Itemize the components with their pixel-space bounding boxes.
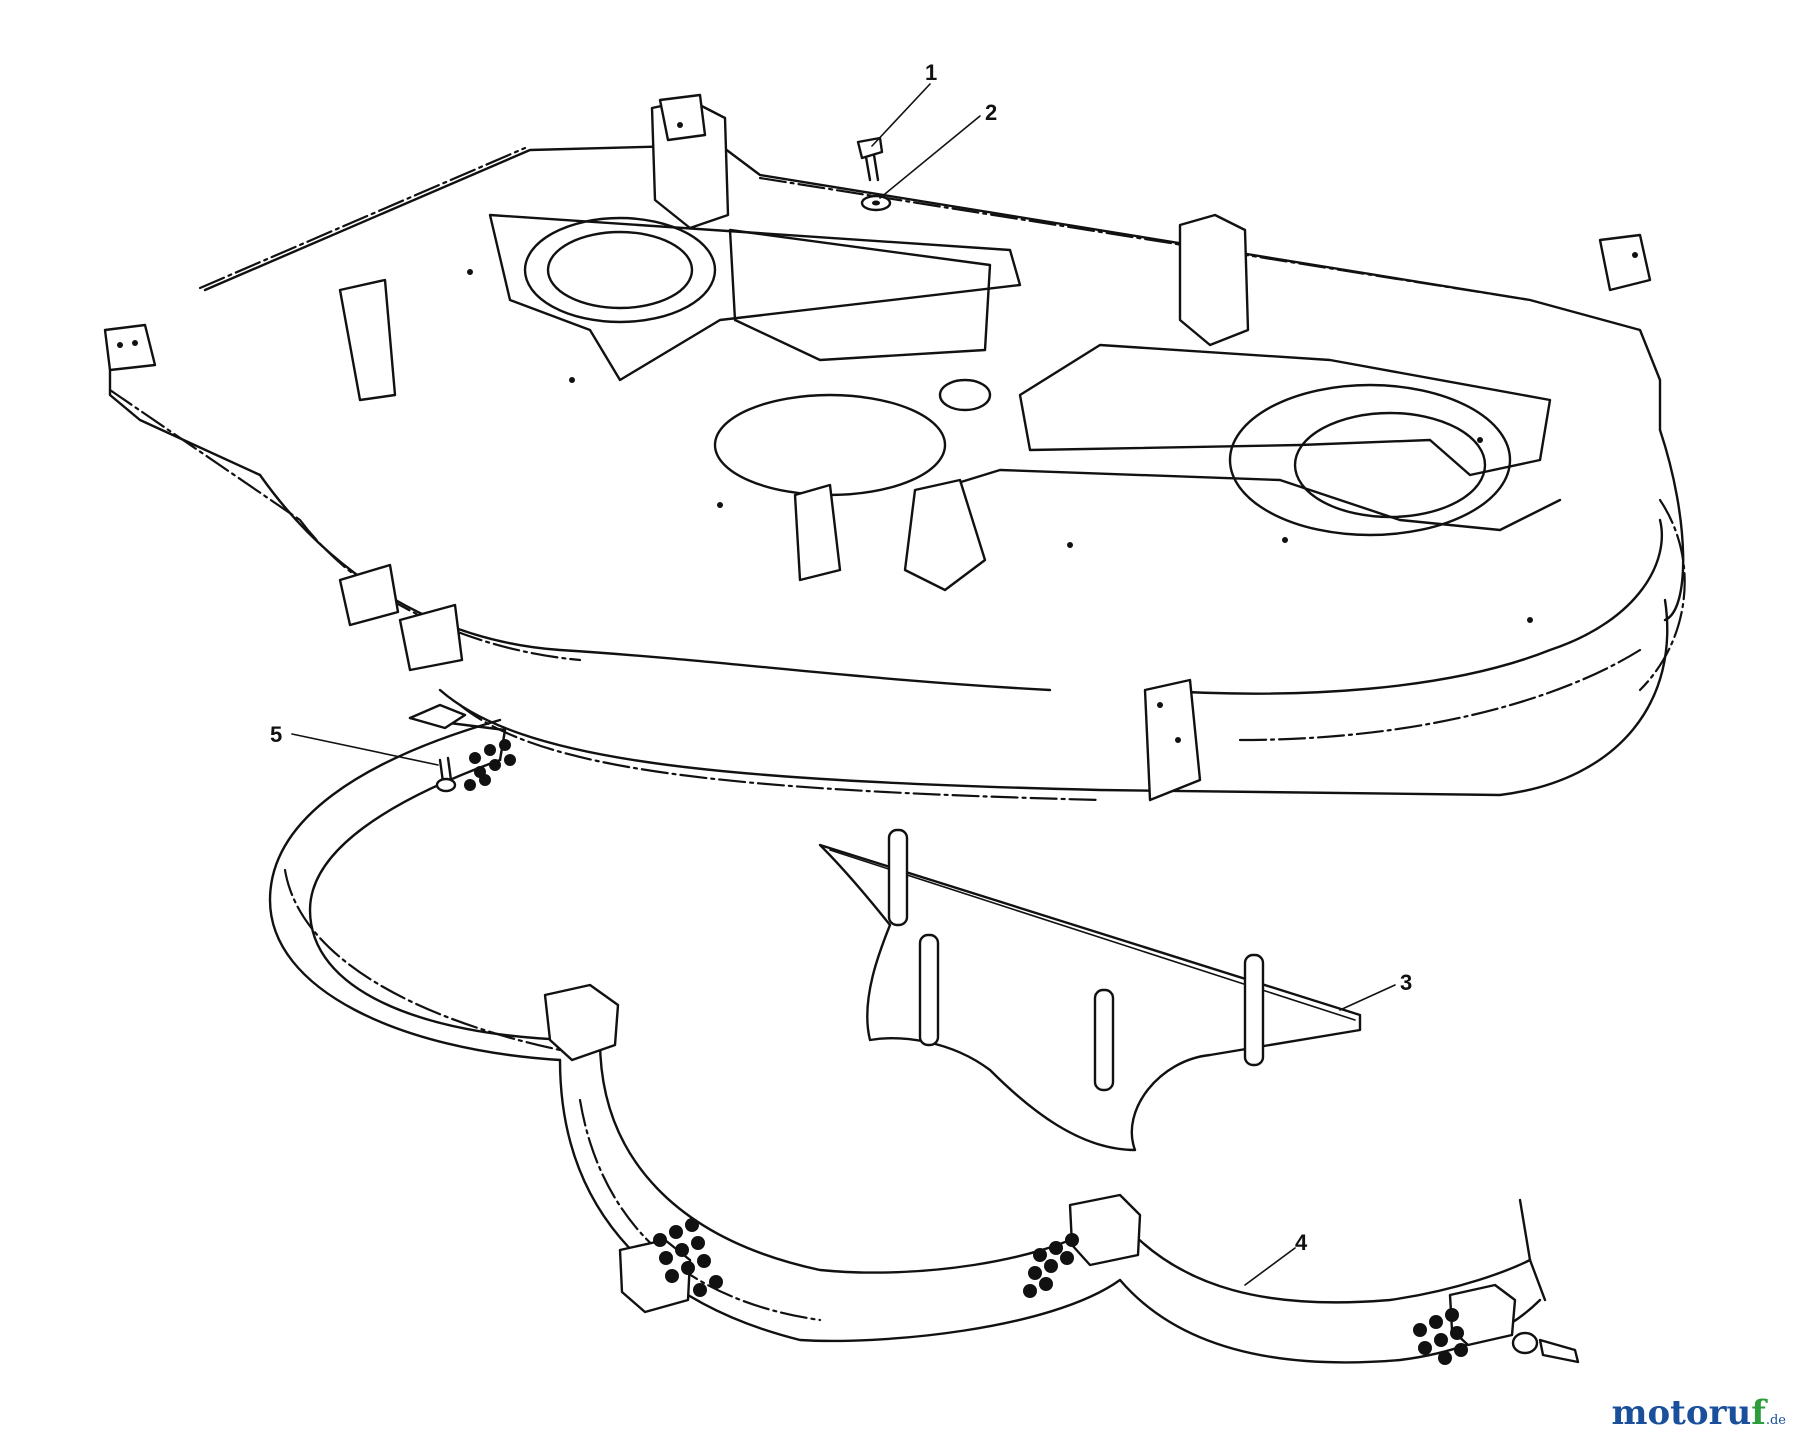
watermark-main: motoru xyxy=(1611,1393,1752,1433)
callout-2: 2 xyxy=(985,100,997,125)
callout-4: 4 xyxy=(1295,1230,1308,1255)
bolt-part-1 xyxy=(856,136,884,182)
baffle-skirt-part-4 xyxy=(268,703,1580,1365)
baffle-plate-part-3 xyxy=(818,828,1362,1152)
watermark-logo: motoruf.de xyxy=(1612,1393,1786,1433)
callout-1: 1 xyxy=(925,60,937,85)
callout-3: 3 xyxy=(1400,970,1412,995)
screw-part-5 xyxy=(435,756,457,793)
watermark-accent: f xyxy=(1751,1393,1766,1433)
mower-deck-housing xyxy=(103,93,1686,802)
callout-5: 5 xyxy=(270,722,282,747)
watermark-tld: .de xyxy=(1765,1413,1786,1428)
washer-part-2 xyxy=(860,194,892,212)
leader-lines xyxy=(291,83,1396,1286)
callout-labels: 1 2 3 4 5 xyxy=(270,60,1412,1255)
